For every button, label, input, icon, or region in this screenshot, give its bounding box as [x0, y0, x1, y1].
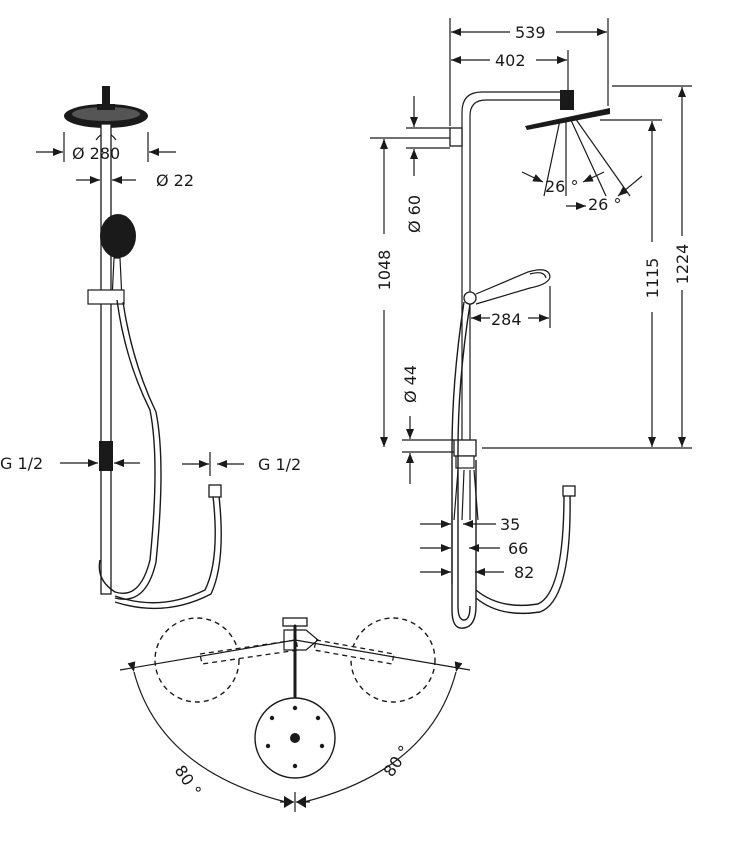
hose-connector	[208, 484, 222, 498]
dim-hand-shower-length: 284	[491, 310, 522, 329]
dim-depth-1: 35	[500, 515, 520, 534]
shower-hose-front	[98, 299, 156, 594]
dim-height-head: 1115	[643, 258, 662, 299]
swivel-position-left	[154, 617, 240, 703]
swivel-position-right	[350, 617, 436, 703]
dim-pipe-diameter: Ø 22	[156, 171, 194, 190]
dim-valve-diameter: Ø 44	[401, 365, 420, 403]
hand-shower-front	[87, 214, 136, 305]
dim-thread-right: G 1/2	[258, 455, 301, 474]
hand-shower-side	[463, 269, 551, 305]
overhead-shower-front	[64, 86, 148, 141]
top-view: 80 ° 80 °	[119, 617, 471, 812]
angle-label-2: 26 °	[588, 195, 621, 214]
angle-swivel-right: 80 °	[380, 742, 414, 780]
dim-thread-left: G 1/2	[0, 454, 43, 473]
dim-depth-3: 82	[514, 563, 534, 582]
riser-pipe	[100, 123, 112, 595]
diverter-valve	[99, 441, 113, 471]
shower-hose-side	[451, 301, 477, 629]
dim-depth-2: 66	[508, 539, 528, 558]
dim-mount-diameter: Ø 60	[405, 195, 424, 233]
front-view: Ø 280 Ø 22 G 1/2 G 1/2	[0, 86, 301, 610]
overhead-shower-side	[525, 90, 631, 197]
angle-label-1: 26 °	[545, 177, 578, 196]
dim-head-diameter: Ø 280	[72, 144, 120, 163]
dim-height-total: 1224	[673, 244, 692, 285]
dim-width-total: 539	[515, 23, 546, 42]
angle-swivel-left: 80 °	[171, 762, 205, 800]
riser-pipe-side	[449, 91, 562, 469]
dim-height-lower: 1048	[375, 250, 394, 291]
dim-width-arm: 402	[495, 51, 526, 70]
side-view: 26 ° 26 ° 539 402 1224	[370, 18, 692, 629]
